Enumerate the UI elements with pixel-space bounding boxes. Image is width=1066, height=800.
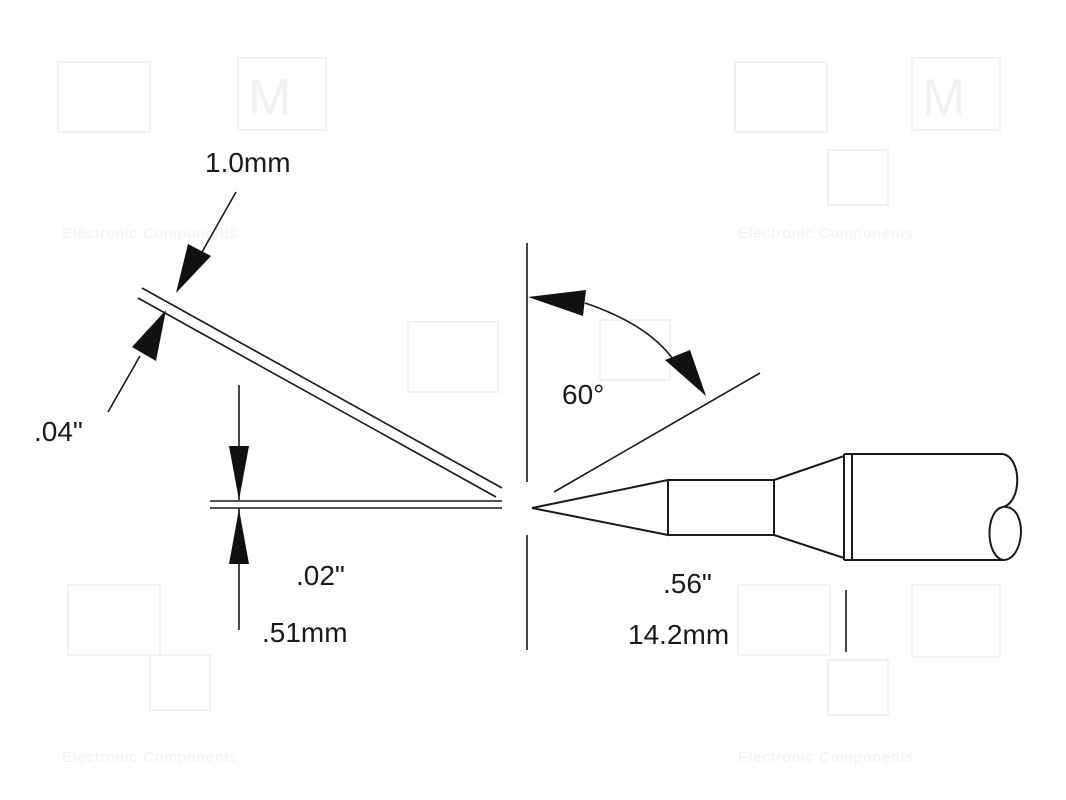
watermark-caption: Electronic Components xyxy=(62,225,238,242)
blade-side-view xyxy=(137,287,503,498)
angle-dimension xyxy=(528,290,761,493)
svg-text:M: M xyxy=(248,69,291,127)
tip-break-end xyxy=(988,453,1022,562)
watermark-caption: Electronic Components xyxy=(738,749,914,766)
label-thickness-mm: .51mm xyxy=(262,617,348,648)
arrow-down-icon xyxy=(229,446,249,500)
tip-taper xyxy=(773,454,845,560)
label-thickness-in: .02" xyxy=(296,560,345,591)
watermark-logo-bottom-right: Electronic Components xyxy=(737,584,1001,766)
tip-cone xyxy=(531,478,669,537)
label-blade-width-in: .04" xyxy=(34,416,83,447)
watermark-caption: Electronic Components xyxy=(62,749,238,766)
blade-thickness-view xyxy=(210,500,502,509)
arrow-left-icon xyxy=(528,290,586,316)
watermark-caption: Electronic Components xyxy=(738,225,914,242)
tip-body xyxy=(531,453,1022,562)
tip-shaft xyxy=(667,479,775,536)
label-blade-width-mm: 1.0mm xyxy=(205,147,291,178)
arrow-down-icon xyxy=(176,244,211,293)
arrow-up-icon xyxy=(229,509,249,564)
svg-text:M: M xyxy=(922,69,965,127)
watermark-logo-top-right: M Electronic Components xyxy=(734,57,1001,242)
blade-width-dimension xyxy=(107,191,237,413)
label-angle: 60° xyxy=(562,379,604,410)
tip-sleeve xyxy=(843,453,1003,561)
label-length-mm: 14.2mm xyxy=(628,619,729,650)
arrow-down-icon xyxy=(665,350,706,396)
watermark-logo-bottom-left: Electronic Components xyxy=(62,584,238,766)
blade-thickness-dimension xyxy=(229,385,249,630)
watermark-logo-center xyxy=(407,319,671,393)
watermark-logo-top-left: M Electronic Components xyxy=(57,57,327,242)
label-length-in: .56" xyxy=(663,568,712,599)
arrow-up-icon xyxy=(132,310,166,361)
